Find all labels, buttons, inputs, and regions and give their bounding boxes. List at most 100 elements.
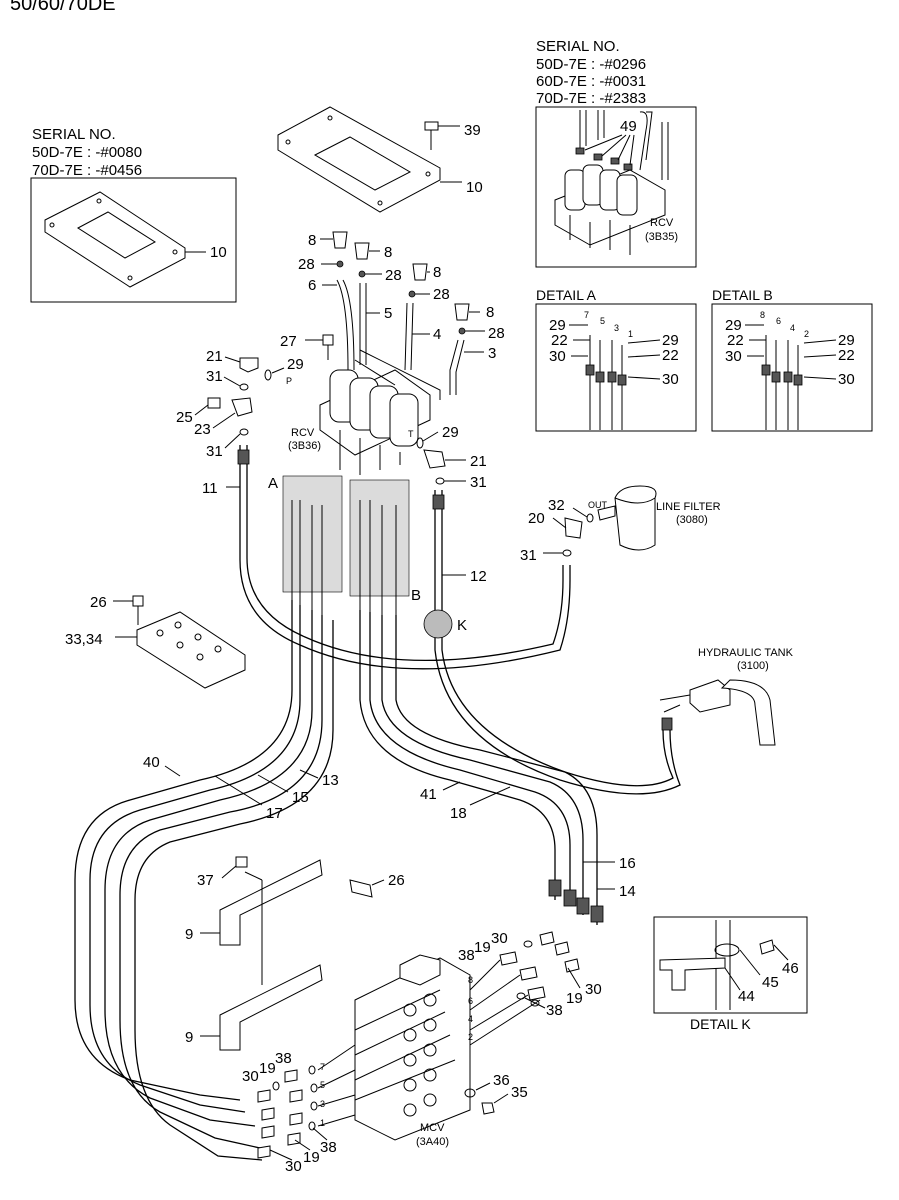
part-number: 11 [202, 480, 218, 497]
lever-knobs [332, 231, 470, 395]
part-number: 8 [486, 304, 494, 321]
part-number: 9 [185, 926, 193, 943]
part-number: 19 [303, 1149, 320, 1166]
part-number: 21 [206, 348, 223, 365]
port-label: 3 [614, 323, 619, 333]
part-number: 8 [308, 232, 316, 249]
line-filter [597, 485, 657, 551]
serial-line: 70D-7E : -#0456 [32, 162, 142, 179]
floor-plate-cover-top [277, 106, 441, 213]
part-number: 16 [619, 855, 636, 872]
part-number: 35 [511, 1084, 528, 1101]
part-number: 28 [433, 286, 450, 303]
rcv-inset-code: (3B35) [645, 231, 678, 243]
part-number: 37 [197, 872, 214, 889]
rcv-inset-label: RCV [650, 217, 674, 229]
callout: 29 [725, 317, 742, 334]
serial-line: 50D-7E : -#0080 [32, 144, 142, 161]
part-number: 30 [242, 1068, 259, 1085]
part-number: 19 [474, 939, 491, 956]
callout: 29 [549, 317, 566, 334]
detail-b-title: DETAIL B [712, 287, 773, 303]
part-number: 31 [206, 443, 223, 460]
part-number: 19 [259, 1060, 276, 1077]
serial-line: 60D-7E : -#0031 [536, 73, 646, 90]
mcv-port: 6 [468, 996, 473, 1006]
part-number: 26 [388, 872, 405, 889]
marker-a: A [268, 475, 278, 492]
part-number: 13 [322, 772, 339, 789]
marker-k: K [457, 617, 467, 634]
mcv-left-fittings [257, 1044, 356, 1159]
rcv-base-plate [132, 595, 246, 689]
part-number: 4 [433, 326, 441, 343]
callout: 46 [782, 960, 799, 977]
part-number: 31 [470, 474, 487, 491]
mcv-port: 2 [468, 1032, 473, 1042]
port-label: 4 [790, 323, 795, 333]
part-number: 31 [206, 368, 223, 385]
callout: 30 [725, 348, 742, 365]
part-number: 9 [185, 1029, 193, 1046]
part-number: 28 [488, 325, 505, 342]
hydraulic-tank-code: (3100) [737, 660, 769, 672]
rcv-port-hoses [291, 500, 397, 615]
part-number: 29 [287, 356, 304, 373]
callout: 22 [551, 332, 568, 349]
mcv-block [354, 954, 471, 1141]
rcv-main-code: (3B36) [288, 440, 321, 452]
part-number: 30 [491, 930, 508, 947]
rcv-main-label: RCV [291, 427, 315, 439]
serial-box-right: SERIAL NO. 50D-7E : -#0296 60D-7E : -#00… [535, 38, 697, 268]
callout: 22 [727, 332, 744, 349]
port-label: 5 [600, 316, 605, 326]
part-number: 30 [285, 1158, 302, 1175]
rcv-main-body [319, 349, 441, 475]
mcv-port: 5 [320, 1080, 325, 1090]
hydraulic-tank-label: HYDRAULIC TANK [698, 647, 794, 659]
part-number: 36 [493, 1072, 510, 1089]
part-number: 38 [458, 947, 475, 964]
callout: 30 [662, 371, 679, 388]
part-number: 8 [384, 244, 392, 261]
line-filter-label: LINE FILTER [656, 501, 721, 513]
mcv-label: MCV [420, 1122, 445, 1134]
detail-b: DETAIL B 8 6 4 2 29 22 30 29 22 30 [711, 287, 873, 432]
serial-line: 50D-7E : -#0296 [536, 56, 646, 73]
detail-b-area [349, 479, 410, 597]
part-number: 40 [143, 754, 160, 771]
detail-k-marker [423, 609, 453, 639]
part-number: 12 [470, 568, 487, 585]
part-number: 8 [433, 264, 441, 281]
callout: 30 [549, 348, 566, 365]
floor-plate-cover-left [44, 191, 186, 288]
rcv-inset-drawing [554, 110, 669, 255]
part-number: 49 [620, 118, 637, 135]
port-label: 7 [584, 310, 589, 320]
mcv-port: 3 [320, 1099, 325, 1109]
part-number: 17 [266, 805, 283, 822]
port-label: 2 [804, 329, 809, 339]
serial-title: SERIAL NO. [536, 38, 620, 55]
part-number: 15 [292, 789, 309, 806]
serial-box-left: SERIAL NO. 50D-7E : -#0080 70D-7E : -#04… [30, 126, 237, 303]
line-filter-port: OUT [588, 500, 608, 510]
part-number: 6 [308, 277, 316, 294]
port-p-label: P [286, 376, 292, 386]
part-number: 30 [585, 981, 602, 998]
hose-bundle-left [74, 600, 334, 1161]
part-number: 23 [194, 421, 211, 438]
detail-a: DETAIL A 7 5 3 1 29 22 30 29 22 30 [535, 287, 697, 432]
part-number: 14 [619, 883, 636, 900]
part-number: 28 [385, 267, 402, 284]
callout: 44 [738, 988, 755, 1005]
detail-a-title: DETAIL A [536, 287, 597, 303]
part-number: 38 [320, 1139, 337, 1156]
part-number: 25 [176, 409, 193, 426]
part-number: 31 [520, 547, 537, 564]
mcv-port: 1 [320, 1118, 325, 1128]
part-number: 41 [420, 786, 437, 803]
hose-bundle-right [359, 610, 604, 925]
port-label: 1 [628, 329, 633, 339]
